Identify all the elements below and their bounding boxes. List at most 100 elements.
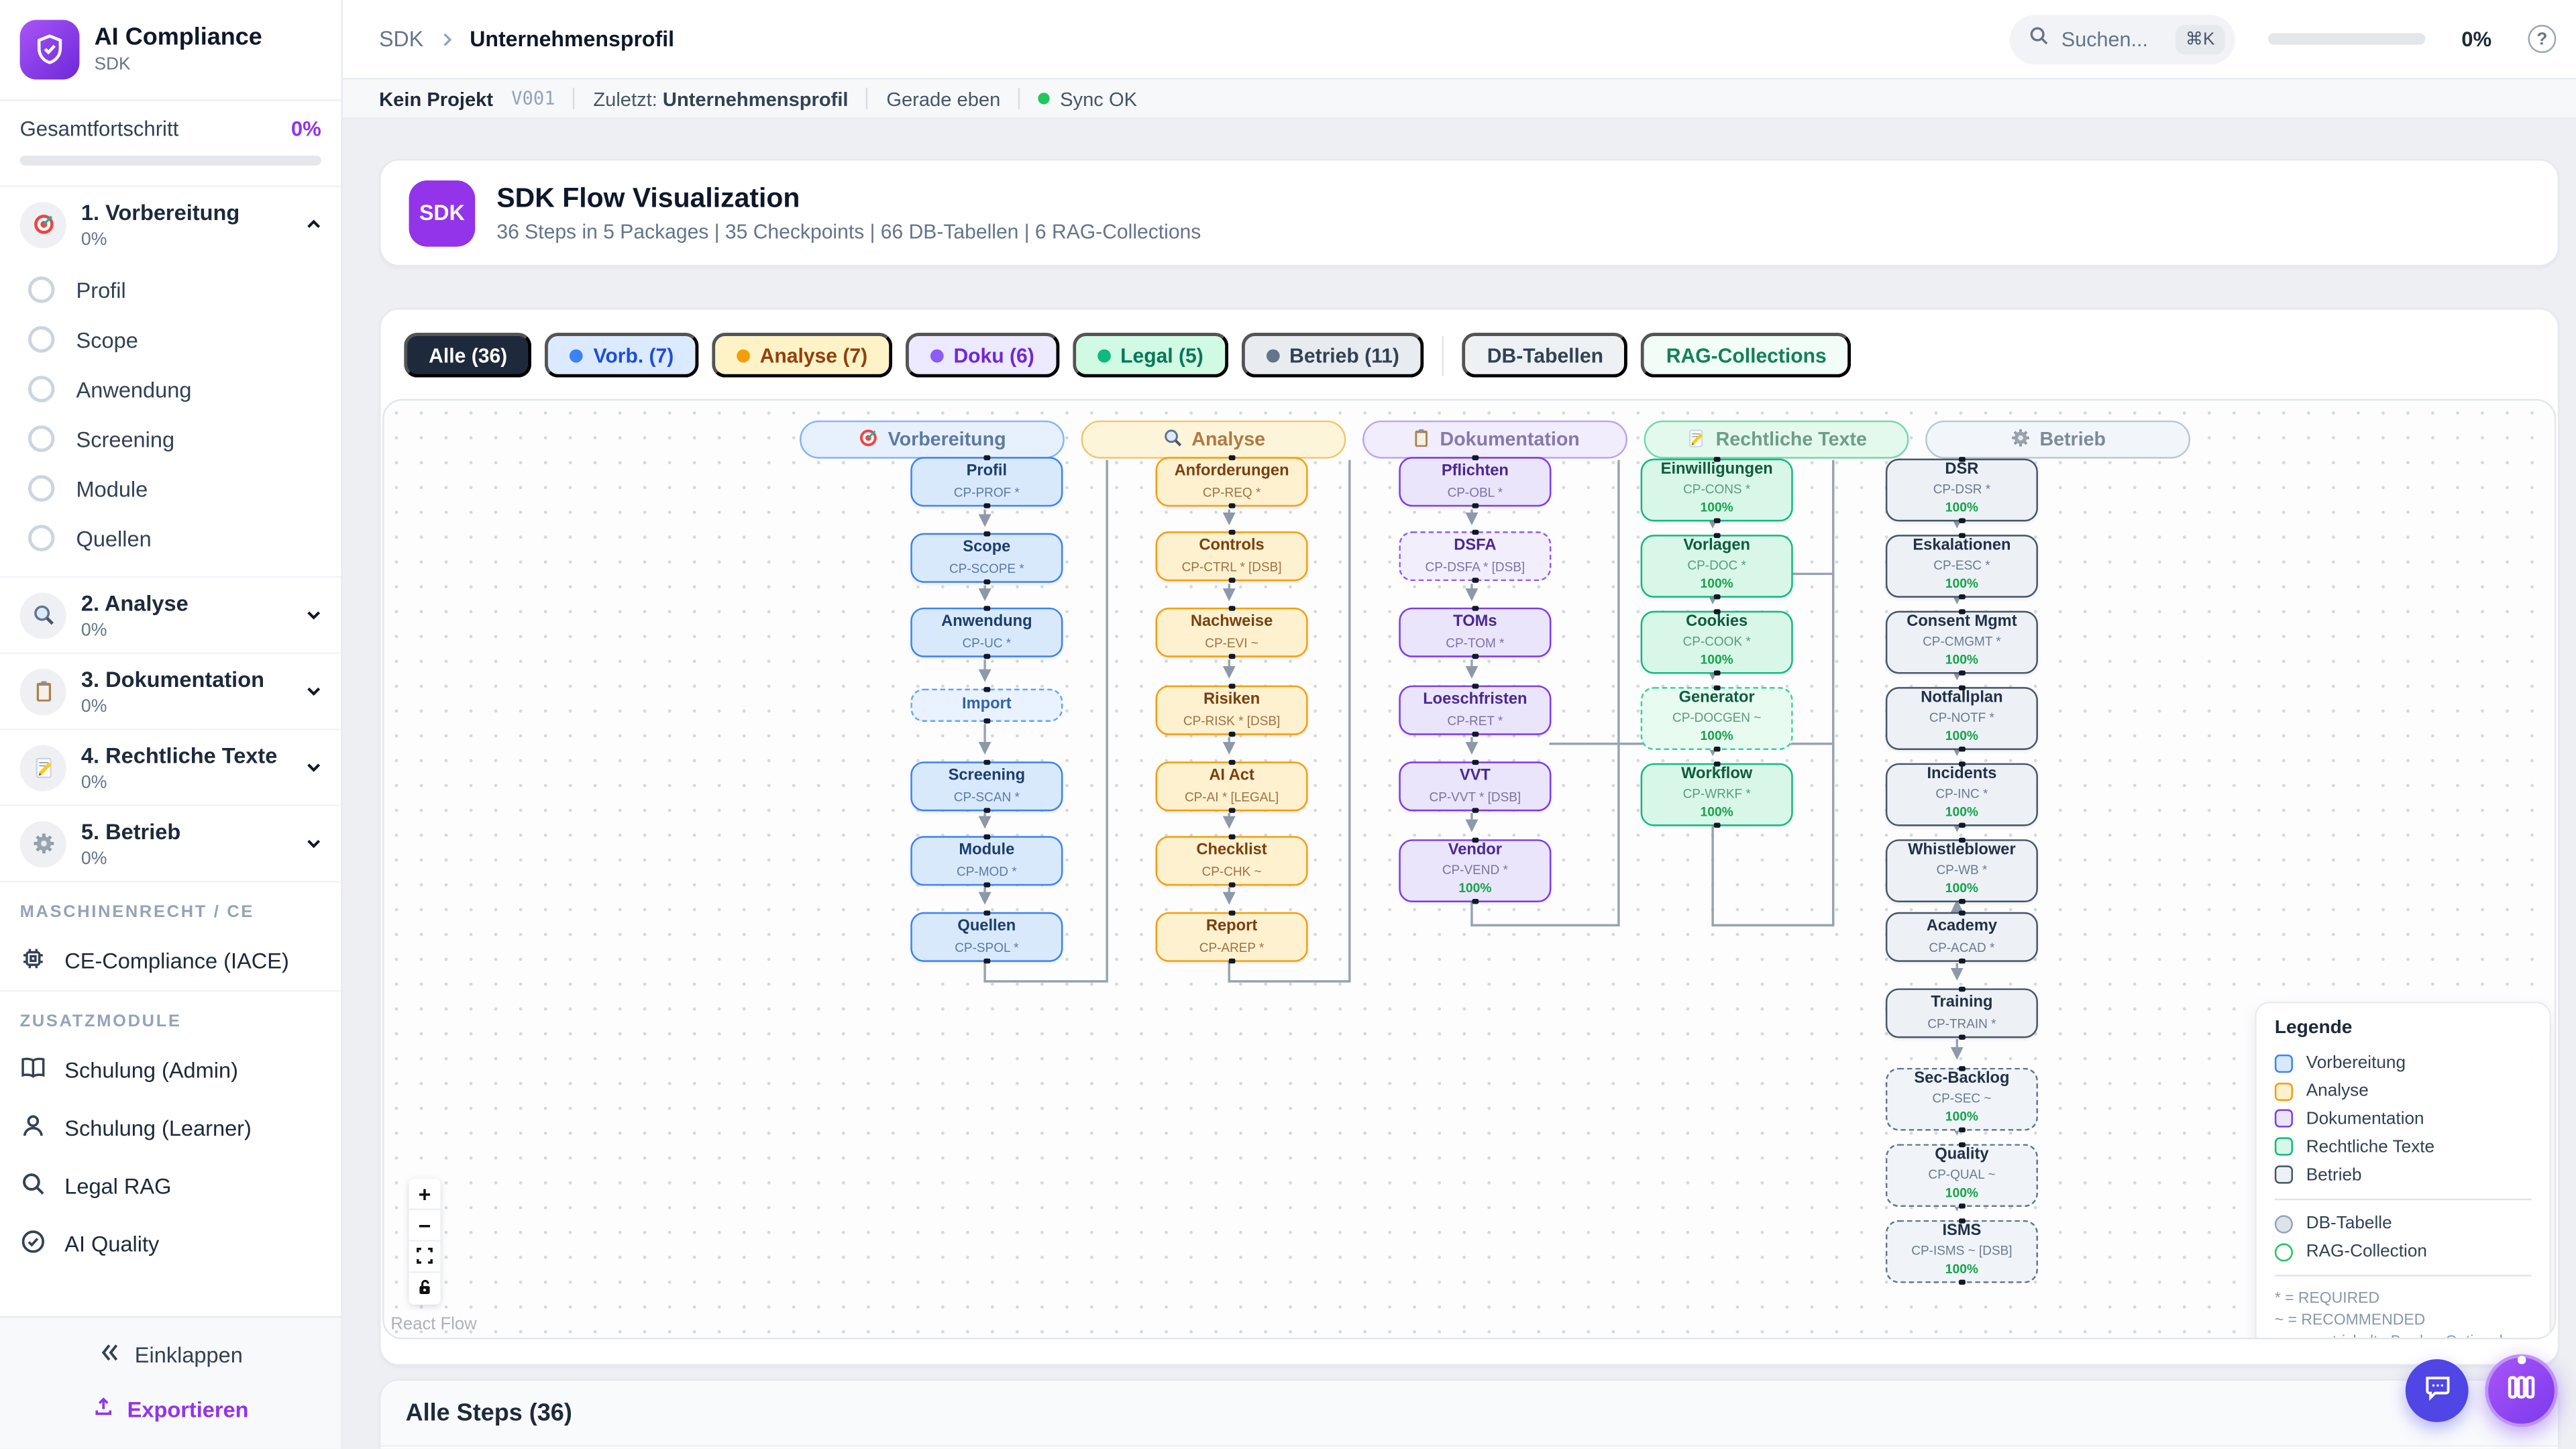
help-icon[interactable]: ? <box>2528 25 2557 53</box>
collapse-sidebar-button[interactable]: Einklappen <box>0 1328 341 1383</box>
chat-button[interactable] <box>2405 1359 2469 1422</box>
node-code: CP-OBL * <box>1447 484 1503 500</box>
lock-button[interactable] <box>409 1273 441 1305</box>
node-title: Quality <box>1935 1146 1989 1165</box>
sidebar-item-ai-quality[interactable]: AI Quality <box>0 1215 341 1273</box>
sidebar-item-schulung-learner-[interactable]: Schulung (Learner) <box>0 1099 341 1157</box>
node-title: ISMS <box>1942 1222 1982 1241</box>
sidebar-item-schulung-admin-[interactable]: Schulung (Admin) <box>0 1041 341 1099</box>
zoom-out-button[interactable]: − <box>409 1210 441 1242</box>
filter-chip-alle-36[interactable]: Alle (36) <box>404 333 533 378</box>
sync-ok-dot-icon <box>1038 93 1051 105</box>
filter-chip-analyse-7[interactable]: Analyse (7) <box>712 333 893 378</box>
memo-icon <box>19 744 66 791</box>
sidebar-item-legal-rag[interactable]: Legal RAG <box>0 1157 341 1215</box>
chevron-up-icon <box>303 213 325 235</box>
filter-chip-doku-6[interactable]: Doku (6) <box>905 333 1059 378</box>
section-progress: 0% <box>80 696 107 717</box>
sidebar-item-module[interactable]: Module <box>0 464 341 513</box>
sidebar-item-profil[interactable]: Profil <box>0 265 341 315</box>
filter-chip-db-tabellen[interactable]: DB-Tabellen <box>1462 333 1629 378</box>
node-code: CP-INC * <box>1935 787 1988 802</box>
fit-view-button[interactable] <box>409 1241 441 1273</box>
breadcrumb-root[interactable]: SDK <box>379 26 424 52</box>
dot-icon <box>570 348 584 362</box>
sidebar-item-anwendung[interactable]: Anwendung <box>0 364 341 414</box>
filter-chip-rag-collections[interactable]: RAG-Collections <box>1641 333 1851 378</box>
project-status: Kein Projekt <box>379 87 494 111</box>
section-progress: 0% <box>80 849 107 869</box>
sidebar-item-quellen[interactable]: Quellen <box>0 513 341 563</box>
flow-package-header-betrieb[interactable]: Betrieb <box>1925 420 2190 459</box>
search-input[interactable]: Suchen... ⌘K <box>2010 13 2235 64</box>
node-code: CP-REQ * <box>1202 484 1261 500</box>
flow-package-header-analyse[interactable]: Analyse <box>1081 420 1346 459</box>
flow-package-header-vorbereitung[interactable]: Vorbereitung <box>799 420 1065 459</box>
node-title: Report <box>1205 918 1258 936</box>
sidebar-item-label: Quellen <box>76 525 152 551</box>
node-title: Generator <box>1678 689 1755 708</box>
panels-button[interactable] <box>2485 1354 2558 1428</box>
target-icon <box>19 201 66 248</box>
node-progress-value: 100% <box>1700 804 1733 820</box>
flow-package-header-rechtliche-texte[interactable]: Rechtliche Texte <box>1644 420 1909 459</box>
legend-shape-circle-gray: DB-Tabelle <box>2274 1210 2532 1238</box>
flow-node-import[interactable]: Import <box>910 688 1063 722</box>
sidebar-item-scope[interactable]: Scope <box>0 315 341 364</box>
zoom-in-button[interactable]: + <box>409 1179 441 1211</box>
filter-chip-betrieb-11[interactable]: Betrieb (11) <box>1241 333 1424 378</box>
sidebar-item-screening[interactable]: Screening <box>0 414 341 464</box>
export-button[interactable]: Exportieren <box>0 1383 341 1436</box>
steps-card: Alle Steps (36) <box>379 1379 2560 1449</box>
app-subtitle: SDK <box>94 54 131 74</box>
node-title: Whistleblower <box>1908 841 2016 860</box>
filter-chip-legal-5[interactable]: Legal (5) <box>1072 333 1228 378</box>
node-title: Academy <box>1926 918 1998 936</box>
filter-chip-vorb-7[interactable]: Vorb. (7) <box>545 333 699 378</box>
sidebar-item-ce-compliance-iace-[interactable]: CE-Compliance (IACE) <box>0 932 341 989</box>
flow-package-header-dokumentation[interactable]: Dokumentation <box>1362 420 1627 459</box>
node-code: CP-MOD * <box>957 863 1017 879</box>
